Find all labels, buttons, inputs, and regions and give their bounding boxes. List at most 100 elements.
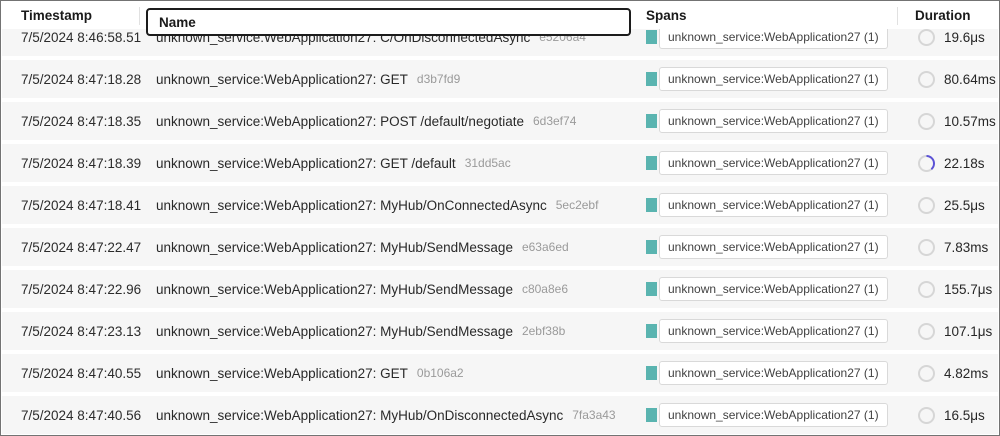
trace-name-text: unknown_service:WebApplication27: GET [156,71,408,87]
trace-timestamp: 7/5/2024 8:47:18.28... [21,71,141,87]
span-color-block-icon [646,114,657,128]
duration-ring-inner [920,156,933,170]
trace-spans: unknown_service:WebApplication27 (1) [646,312,888,350]
trace-spans: unknown_service:WebApplication27 (1) [646,396,888,434]
column-header-timestamp: Timestamp [21,7,93,23]
duration-ring-inner [920,240,933,254]
duration-value: 155.7μs [944,281,993,297]
trace-name-text: unknown_service:WebApplication27: MyHub/… [156,197,547,213]
duration-ring-icon [918,196,935,214]
trace-id: 2ebf38b [521,324,566,338]
trace-name: unknown_service:WebApplication27: MyHub/… [156,312,636,350]
trace-duration: 25.5μs [918,186,985,224]
column-header-duration: Duration [915,7,971,23]
trace-row[interactable]: 7/5/2024 8:47:18.28... unknown_service:W… [2,60,998,98]
trace-row[interactable]: 7/5/2024 8:47:40.56... unknown_service:W… [2,396,998,434]
trace-timestamp: 7/5/2024 8:47:22.96... [21,281,141,297]
trace-name: unknown_service:WebApplication27: POST /… [156,102,636,140]
trace-name-text: unknown_service:WebApplication27: MyHub/… [156,281,513,297]
duration-ring-icon [918,406,935,424]
trace-timestamp: 7/5/2024 8:47:22.47... [21,239,141,255]
span-color-block-icon [646,198,657,212]
span-color-block-icon [646,72,657,86]
trace-duration: 4.82ms [918,354,988,392]
duration-ring-icon [918,154,935,172]
duration-value: 4.82ms [944,365,989,381]
span-resource-badge: unknown_service:WebApplication27 (1) [659,151,888,175]
trace-spans: unknown_service:WebApplication27 (1) [646,144,888,182]
duration-ring-icon [918,280,935,298]
trace-timestamp: 7/5/2024 8:47:18.41... [21,197,141,213]
duration-ring-inner [920,408,933,422]
duration-ring-inner [920,30,933,44]
span-color-block-icon [646,30,657,44]
trace-id: 31dd5ac [464,156,511,170]
trace-name: unknown_service:WebApplication27: GET 0b… [156,354,636,392]
duration-ring-inner [920,114,933,128]
trace-row[interactable]: 7/5/2024 8:47:18.39... unknown_service:W… [2,144,998,182]
span-resource-badge: unknown_service:WebApplication27 (1) [659,25,888,49]
trace-spans: unknown_service:WebApplication27 (1) [646,186,888,224]
duration-value: 80.64ms [944,71,996,87]
trace-row[interactable]: 7/5/2024 8:47:18.35... unknown_service:W… [2,102,998,140]
trace-spans: unknown_service:WebApplication27 (1) [646,228,888,266]
span-color-block-icon [646,366,657,380]
column-header-name-focused[interactable]: Name [146,8,631,36]
trace-name-text: unknown_service:WebApplication27: GET /d… [156,155,456,171]
trace-row[interactable]: 7/5/2024 8:47:23.13... unknown_service:W… [2,312,998,350]
duration-ring-inner [920,366,933,380]
duration-ring-icon [918,238,935,256]
trace-name: unknown_service:WebApplication27: MyHub/… [156,228,636,266]
duration-value: 16.5μs [944,407,985,423]
trace-name: unknown_service:WebApplication27: MyHub/… [156,186,636,224]
trace-duration: 10.57ms [918,102,996,140]
trace-row[interactable]: 7/5/2024 8:47:22.96... unknown_service:W… [2,270,998,308]
trace-spans: unknown_service:WebApplication27 (1) [646,18,888,56]
span-color-block-icon [646,240,657,254]
trace-id: 6d3ef74 [532,114,577,128]
trace-spans: unknown_service:WebApplication27 (1) [646,354,888,392]
trace-timestamp: 7/5/2024 8:46:58.51... [21,29,141,45]
trace-duration: 80.64ms [918,60,996,98]
span-color-block-icon [646,156,657,170]
trace-name: unknown_service:WebApplication27: GET /d… [156,144,636,182]
trace-name-text: unknown_service:WebApplication27: GET [156,365,408,381]
trace-row[interactable]: 7/5/2024 8:47:22.47... unknown_service:W… [2,228,998,266]
duration-ring-icon [918,112,935,130]
trace-name-text: unknown_service:WebApplication27: MyHub/… [156,323,513,339]
duration-ring-inner [920,282,933,296]
span-resource-badge: unknown_service:WebApplication27 (1) [659,319,888,343]
trace-spans: unknown_service:WebApplication27 (1) [646,270,888,308]
trace-timestamp: 7/5/2024 8:47:23.13... [21,323,141,339]
trace-spans: unknown_service:WebApplication27 (1) [646,60,888,98]
trace-duration: 155.7μs [918,270,992,308]
span-color-block-icon [646,408,657,422]
trace-timestamp: 7/5/2024 8:47:18.39... [21,155,141,171]
trace-timestamp: 7/5/2024 8:47:40.56... [21,407,141,423]
trace-name: unknown_service:WebApplication27: GET d3… [156,60,636,98]
trace-spans: unknown_service:WebApplication27 (1) [646,102,888,140]
trace-timestamp: 7/5/2024 8:47:40.55... [21,365,141,381]
trace-id: e63a6ed [521,240,569,254]
duration-value: 22.18s [944,155,985,171]
trace-id: c80a8e6 [521,282,568,296]
span-resource-badge: unknown_service:WebApplication27 (1) [659,109,888,133]
trace-name-text: unknown_service:WebApplication27: MyHub/… [156,239,513,255]
span-resource-badge: unknown_service:WebApplication27 (1) [659,277,888,301]
trace-row[interactable]: 7/5/2024 8:47:18.41... unknown_service:W… [2,186,998,224]
trace-id: d3b7fd9 [416,72,461,86]
column-divider [139,7,140,25]
trace-row[interactable]: 7/5/2024 8:47:40.55... unknown_service:W… [2,354,998,392]
span-resource-badge: unknown_service:WebApplication27 (1) [659,235,888,259]
duration-value: 25.5μs [944,197,985,213]
trace-timestamp: 7/5/2024 8:47:18.35... [21,113,141,129]
duration-value: 19.6μs [944,29,985,45]
span-resource-badge: unknown_service:WebApplication27 (1) [659,361,888,385]
duration-ring-inner [920,198,933,212]
trace-name-text: unknown_service:WebApplication27: MyHub/… [156,407,564,423]
span-resource-badge: unknown_service:WebApplication27 (1) [659,193,888,217]
span-resource-badge: unknown_service:WebApplication27 (1) [659,67,888,91]
duration-ring-icon [918,70,935,88]
duration-ring-inner [920,324,933,338]
